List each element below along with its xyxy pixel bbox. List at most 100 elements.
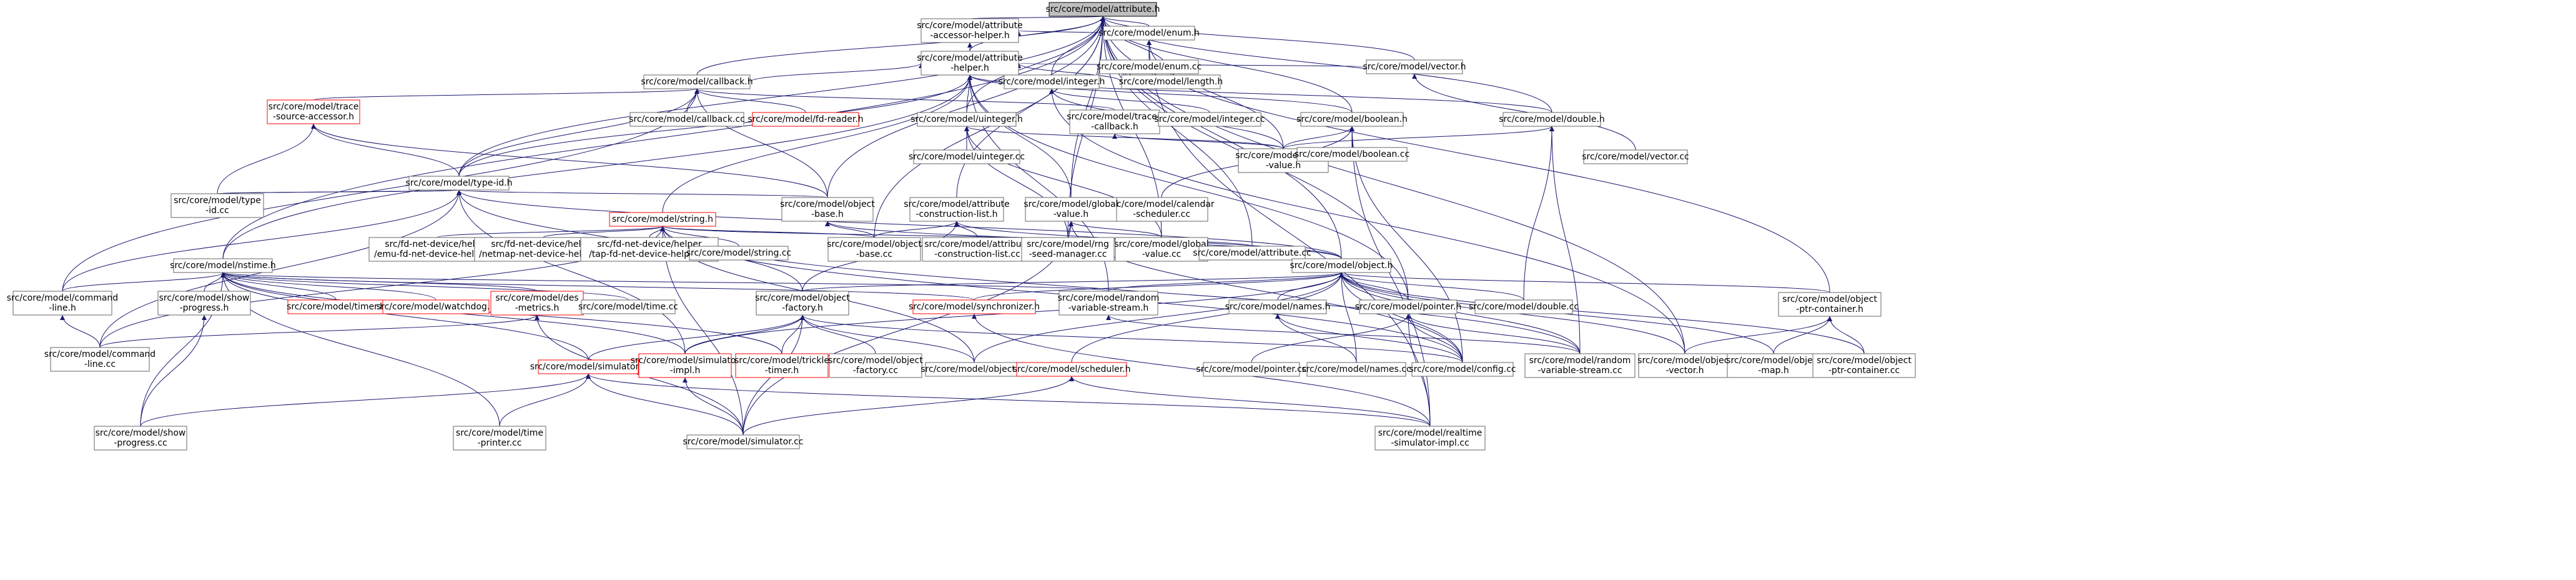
graph-node-pointercc[interactable]: src/core/model/pointer.cc [1196, 362, 1307, 377]
graph-node-object[interactable]: src/core/model/object.h [1290, 258, 1393, 273]
graph-node-showprogcc[interactable]: src/core/model/show-progress.cc [94, 426, 187, 451]
include-edge [437, 226, 665, 238]
graph-node-label: src/core/model/callback.h [641, 77, 753, 87]
graph-node-scheduler[interactable]: src/core/model/scheduler.h [1012, 362, 1131, 377]
graph-node-objptr[interactable]: src/core/model/object-ptr-container.h [1778, 292, 1882, 317]
graph-node-globalval[interactable]: src/core/model/global-value.h [1024, 197, 1118, 222]
graph-node-namescc[interactable]: src/core/model/names.cc [1301, 362, 1411, 377]
graph-node-typeidcc[interactable]: src/core/model/type-id.cc [170, 193, 264, 218]
include-edge [683, 377, 744, 436]
graph-node-configcc[interactable]: src/core/model/config.cc [1409, 362, 1516, 377]
graph-node-rngseed[interactable]: src/core/model/rng-seed-manager.cc [1021, 237, 1115, 262]
graph-node-objfactory[interactable]: src/core/model/object-factory.h [755, 291, 850, 316]
include-edge [1549, 126, 1581, 354]
include-edge [1068, 221, 1162, 238]
include-edge [874, 16, 1105, 238]
graph-node-watchdog[interactable]: src/core/model/watchdog.h [377, 299, 495, 314]
graph-node-objvector[interactable]: src/core/model/object-vector.h [1637, 353, 1732, 378]
graph-node-uintegercc[interactable]: src/core/model/uinteger.cc [909, 149, 1025, 164]
graph-node-label: src/core/model/traced [1067, 112, 1163, 122]
graph-node-label: src/core/model/simulator.cc [683, 437, 803, 447]
graph-node-showprog[interactable]: src/core/model/show-progress.h [157, 291, 251, 316]
graph-node-typeid[interactable]: src/core/model/type-id.h [406, 176, 513, 191]
graph-node-label: src/core/model/simulator.h [530, 362, 647, 372]
graph-node-boolean[interactable]: src/core/model/boolean.h [1296, 112, 1408, 127]
graph-node-cmdlinecc[interactable]: src/core/model/command-line.cc [44, 347, 155, 372]
graph-node-names[interactable]: src/core/model/names.h [1225, 299, 1331, 314]
graph-node-simulator[interactable]: src/core/model/simulator.h [530, 359, 647, 374]
graph-node-booleancc[interactable]: src/core/model/boolean.cc [1295, 147, 1409, 162]
graph-node-randvarcc[interactable]: src/core/model/random-variable-stream.cc [1524, 353, 1636, 378]
graph-node-double[interactable]: src/core/model/double.h [1499, 112, 1605, 127]
graph-node-timecc[interactable]: src/core/model/time.cc [578, 299, 678, 314]
graph-node-label: src/core/model/object [755, 293, 850, 303]
graph-node-integer[interactable]: src/core/model/integer.h [999, 74, 1105, 89]
include-edge [800, 314, 1463, 363]
graph-node-callbackcc[interactable]: src/core/model/callback.cc [629, 112, 745, 127]
graph-node-objectcc[interactable]: src/core/model/object.cc [920, 362, 1028, 377]
graph-node-label: src/core/model/pointer.h [1355, 302, 1462, 312]
include-edge [660, 226, 1253, 247]
graph-node-timeprinter[interactable]: src/core/model/time-printer.cc [453, 426, 546, 451]
include-edge [827, 16, 1105, 198]
include-edge [99, 189, 461, 348]
graph-node-label: src/core/model/pointer.cc [1196, 364, 1306, 374]
graph-node-objmap[interactable]: src/core/model/object-map.h [1726, 353, 1821, 378]
graph-node-vectorcc[interactable]: src/core/model/vector.cc [1582, 149, 1689, 164]
graph-node-fdreader[interactable]: src/core/model/fd-reader.h [748, 112, 864, 127]
graph-node-label: src/core/model/attribute.h [1046, 4, 1160, 14]
graph-node-aclcc[interactable]: src/core/model/attribute-construction-li… [922, 237, 1033, 262]
graph-node-cmdline[interactable]: src/core/model/command-line.h [7, 291, 118, 316]
graph-node-realtime[interactable]: src/core/model/realtime-simulator-impl.c… [1374, 426, 1486, 451]
include-edge [456, 189, 1342, 259]
graph-node-ahelp[interactable]: src/core/model/attribute-helper.h [917, 51, 1023, 76]
graph-node-attrcc[interactable]: src/core/model/attribute.cc [1193, 246, 1311, 261]
include-edge [458, 88, 699, 177]
include-edge [1108, 272, 1344, 292]
graph-node-label: src/core/model/random [1529, 356, 1631, 366]
include-edge [1100, 16, 1150, 27]
include-edge [311, 123, 460, 177]
graph-node-label: src/fd-net-device/helper [385, 239, 490, 249]
graph-node-trickle[interactable]: src/core/model/trickle-timer.h [734, 353, 829, 378]
graph-node-label: src/core/model/enum.cc [1097, 62, 1202, 72]
graph-node-label: src/core/model/trickle [734, 356, 829, 366]
graph-node-acl[interactable]: src/core/model/attribute-construction-li… [904, 197, 1010, 222]
graph-node-objbasecc[interactable]: src/core/model/object-base.cc [827, 237, 922, 262]
graph-node-label: src/core/model/object [827, 239, 922, 249]
include-edge [456, 189, 828, 198]
graph-node-enum[interactable]: src/core/model/enum.h [1098, 26, 1200, 41]
graph-node-simulatorcc[interactable]: src/core/model/simulator.cc [683, 434, 804, 449]
graph-node-enumcc[interactable]: src/core/model/enum.cc [1097, 59, 1202, 74]
graph-node-desmetrics[interactable]: src/core/model/des-metrics.h [490, 291, 584, 316]
graph-node-acc[interactable]: src/core/model/attribute-accessor-helper… [917, 18, 1023, 43]
graph-node-label: -helper.h [950, 63, 989, 73]
graph-node-objbase[interactable]: src/core/model/object-base.h [780, 197, 875, 222]
graph-node-vector[interactable]: src/core/model/vector.h [1363, 59, 1466, 74]
graph-node-globalvalcc[interactable]: src/core/model/global-value.cc [1114, 237, 1209, 262]
graph-node-simimpl[interactable]: src/core/model/simulator-impl.h [631, 353, 740, 378]
graph-node-stringcc[interactable]: src/core/model/string.cc [686, 246, 792, 261]
graph-node-sync[interactable]: src/core/model/synchronizer.h [909, 299, 1040, 314]
graph-node-tracedcb[interactable]: src/core/model/traced-callback.h [1067, 109, 1163, 134]
graph-node-callback[interactable]: src/core/model/callback.h [641, 74, 753, 89]
graph-node-nstime[interactable]: src/core/model/nstime.h [170, 258, 276, 273]
graph-node-pointer[interactable]: src/core/model/pointer.h [1355, 299, 1462, 314]
graph-node-tapfd[interactable]: src/fd-net-device/helper/tap-fd-net-devi… [580, 237, 719, 262]
include-edge [1016, 62, 1122, 82]
graph-node-objptrcc[interactable]: src/core/model/object-ptr-container.cc [1812, 353, 1916, 378]
graph-node-objfactorycc[interactable]: src/core/model/object-factory.cc [828, 353, 923, 378]
graph-node-string[interactable]: src/core/model/string.h [609, 212, 716, 227]
graph-node-trace[interactable]: src/core/model/trace-source-accessor.h [267, 99, 360, 124]
graph-node-length[interactable]: src/core/model/length.h [1119, 74, 1223, 89]
graph-node-attr: src/core/model/attribute.h [1046, 2, 1160, 17]
graph-node-uinteger[interactable]: src/core/model/uinteger.h [910, 112, 1023, 127]
graph-node-calsched[interactable]: src/core/model/calendar-scheduler.cc [1108, 197, 1215, 222]
graph-node-timer[interactable]: src/core/model/timer.h [287, 299, 385, 314]
graph-node-label: src/core/model/object [1726, 356, 1821, 366]
graph-node-doublecc[interactable]: src/core/model/double.cc [1469, 299, 1579, 314]
graph-node-randvar[interactable]: src/core/model/random-variable-stream.h [1058, 291, 1160, 316]
graph-node-integercc[interactable]: src/core/model/integer.cc [1154, 112, 1265, 127]
graph-node-label: src/core/model/timer.h [287, 302, 385, 312]
graph-node-label: -timer.h [765, 366, 799, 376]
